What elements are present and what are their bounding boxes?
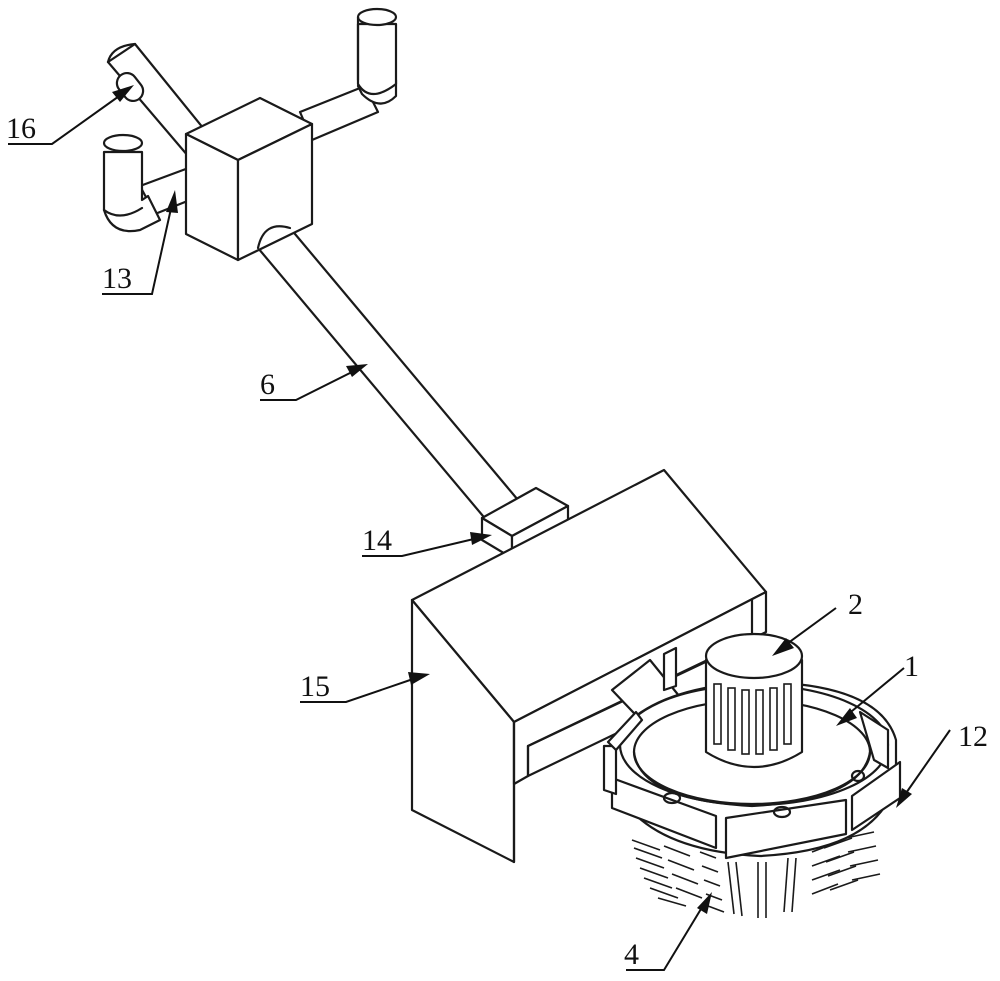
- callout-label-4: 4: [624, 938, 639, 971]
- callout-13: 13: [102, 190, 178, 295]
- callout-14: 14: [362, 524, 492, 557]
- callout-6: 6: [260, 364, 368, 401]
- ring-segments: [602, 710, 902, 860]
- callout-2: 2: [772, 588, 863, 656]
- callout-12: 12: [896, 720, 988, 808]
- callout-16: 16: [6, 85, 134, 145]
- callout-label-15: 15: [300, 670, 330, 703]
- right-grip-pipe: [298, 7, 398, 142]
- bristle-array: [631, 831, 881, 918]
- callout-label-2: 2: [848, 588, 863, 621]
- callout-label-16: 16: [6, 112, 36, 145]
- motor-barrel: [704, 632, 804, 768]
- callout-1: 1: [836, 650, 919, 726]
- callout-label-13: 13: [102, 262, 132, 295]
- handle-junction-block: [184, 96, 314, 262]
- callout-label-1: 1: [904, 650, 919, 683]
- callout-label-12: 12: [958, 720, 988, 753]
- callout-15: 15: [300, 670, 430, 703]
- callout-label-14: 14: [362, 524, 392, 557]
- callout-4: 4: [624, 892, 712, 971]
- callout-label-6: 6: [260, 368, 275, 401]
- handle-rod: [256, 224, 520, 524]
